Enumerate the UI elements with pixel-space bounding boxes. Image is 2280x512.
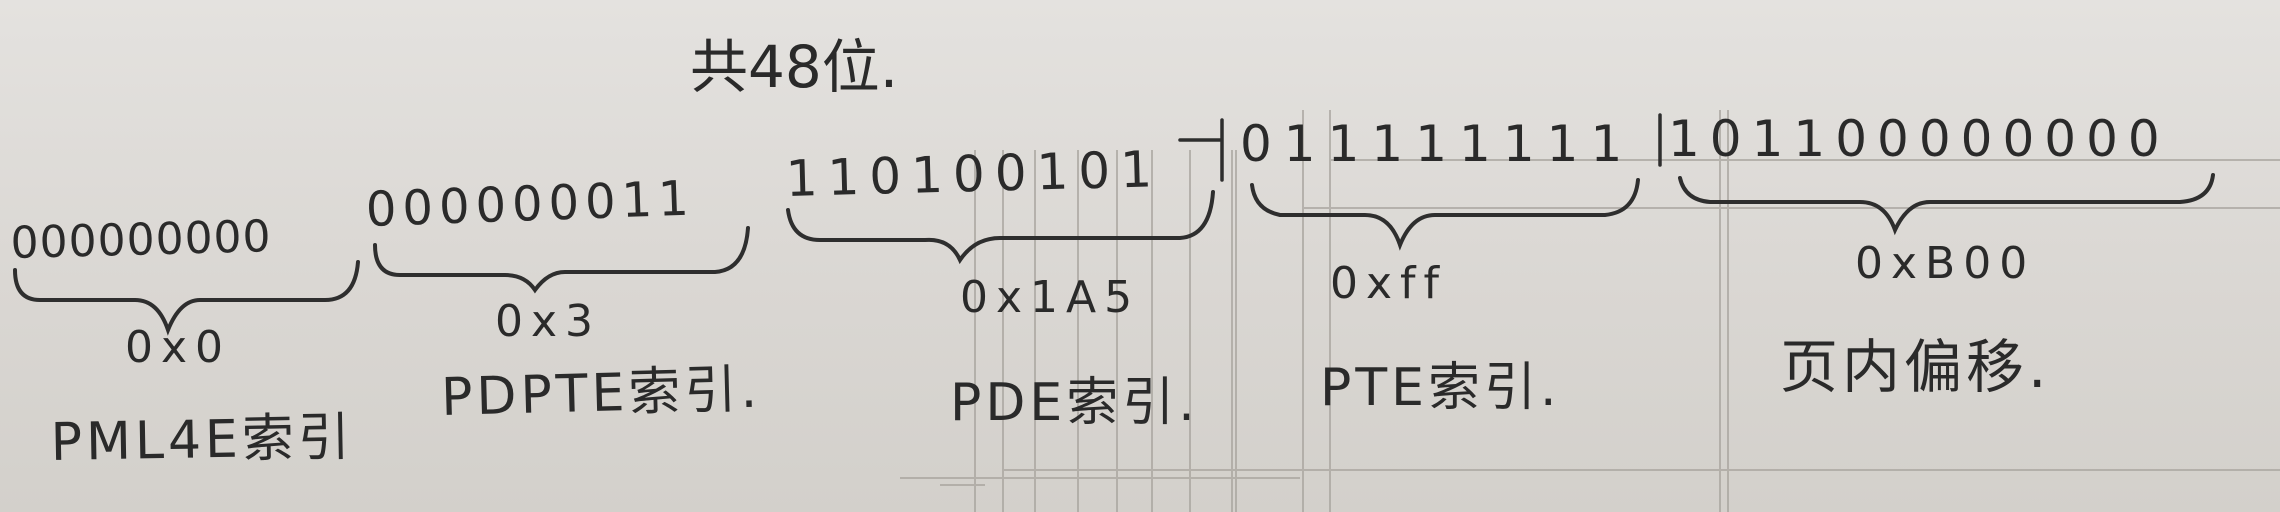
hex-pdpte: 0x3	[495, 296, 602, 347]
title-total-bits: 共48位.	[690, 33, 899, 101]
label-pte: PTE索引.	[1320, 358, 1561, 418]
bits-offset: 101100000000	[1668, 110, 2170, 168]
bits-pte: 011111111	[1240, 115, 1635, 173]
label-pde: PDE索引.	[950, 373, 1199, 433]
label-pml4e: PML4E索引	[50, 407, 355, 473]
brace-pde	[786, 190, 1215, 265]
bits-pdpte: 000000011	[365, 170, 696, 238]
brace-pdpte	[373, 226, 750, 294]
label-pdpte: PDPTE索引.	[440, 359, 762, 428]
pencil-grid-lines	[900, 110, 2280, 512]
field-braces	[13, 173, 2215, 336]
bits-pde: 110100101	[785, 140, 1163, 208]
hex-pte: 0xff	[1330, 258, 1448, 309]
brace-pte	[1250, 178, 1640, 251]
label-offset: 页内偏移.	[1780, 333, 2051, 401]
hex-pml4e: 0x0	[125, 322, 232, 373]
hex-offset: 0xB00	[1855, 238, 2036, 289]
bit-separators	[1178, 113, 1662, 182]
hex-pde: 0x1A5	[960, 272, 1141, 323]
brace-offset	[1678, 173, 2215, 236]
brace-pml4e	[13, 260, 360, 336]
bits-pml4e: 000000000	[10, 211, 273, 269]
